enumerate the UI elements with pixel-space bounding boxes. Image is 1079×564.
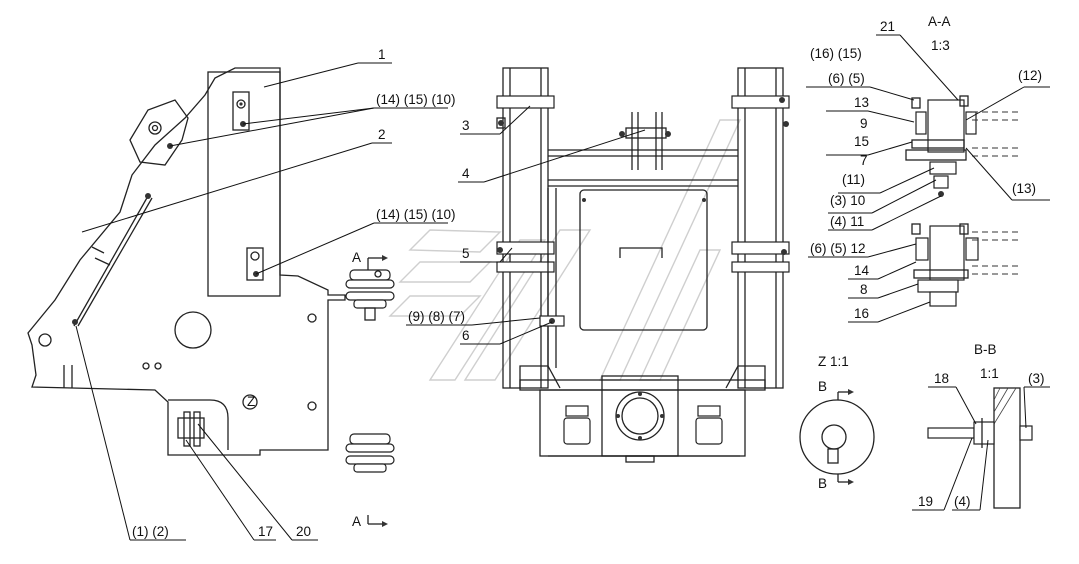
label-3-10: (3) 10	[830, 193, 865, 208]
label-11-paren: (11)	[842, 172, 865, 187]
label-6-5-top: (6) (5)	[828, 71, 865, 86]
callout-4: 4	[462, 166, 470, 181]
section-b-b-scale: 1:1	[980, 366, 999, 381]
view-z-title: Z 1:1	[818, 354, 849, 369]
callout-labels: 1 2 (14) (15) (10) (14) (15) (10) 3 4 5 …	[132, 47, 470, 539]
svg-text:Z: Z	[247, 394, 255, 409]
callout-17: 17	[258, 524, 273, 539]
callout-14-15-10-mid: (14) (15) (10)	[376, 207, 456, 222]
label-19: 19	[918, 494, 933, 509]
callout-2: 2	[378, 127, 386, 142]
label-13-paren: (13)	[1012, 181, 1036, 196]
label-16-15: (16) (15)	[810, 46, 862, 61]
label-3-paren-bb: (3)	[1028, 371, 1045, 386]
view-z-b-bottom: B	[818, 476, 827, 491]
label-16: 16	[854, 306, 869, 321]
center-frame-view	[496, 67, 790, 463]
label-21: 21	[880, 19, 895, 34]
section-b-b-title: B-B	[974, 342, 997, 357]
label-13: 13	[854, 95, 869, 110]
label-4-paren-bb: (4)	[954, 494, 971, 509]
section-a-a-title: A-A	[928, 14, 951, 29]
view-marker-a-bottom: A	[352, 514, 361, 529]
section-b-b	[927, 387, 1033, 509]
label-18: 18	[934, 371, 949, 386]
view-z	[799, 389, 875, 485]
callout-1-2: (1) (2)	[132, 524, 169, 539]
watermark-logo	[388, 119, 742, 381]
section-a-a-scale: 1:3	[931, 38, 950, 53]
section-b-b-labels: B-B 1:1 18 (3) 19 (4)	[918, 342, 1045, 509]
label-9: 9	[860, 116, 868, 131]
callout-9-8-7: (9) (8) (7)	[408, 309, 465, 324]
label-7: 7	[860, 153, 868, 168]
view-z-b-top: B	[818, 379, 827, 394]
view-marker-a-top: A	[352, 250, 361, 265]
callout-14-15-10-top: (14) (15) (10)	[376, 92, 456, 107]
callout-5: 5	[462, 246, 470, 261]
section-a-a	[905, 95, 1022, 307]
label-15: 15	[854, 134, 869, 149]
label-14: 14	[854, 263, 870, 278]
callout-3: 3	[462, 118, 470, 133]
left-frame-view: Z	[27, 67, 395, 527]
label-12-paren: (12)	[1018, 68, 1042, 83]
callout-20: 20	[296, 524, 311, 539]
label-4-11: (4) 11	[830, 214, 864, 229]
callout-1: 1	[378, 47, 386, 62]
section-a-a-labels: A-A 1:3 21 (16) (15) (6) (5) 13 9 15 7 (…	[810, 14, 1042, 321]
label-6-5-12: (6) (5) 12	[810, 241, 866, 256]
leader-lines	[75, 34, 1050, 541]
view-z-labels: Z 1:1 B B	[818, 354, 849, 491]
callout-6: 6	[462, 328, 470, 343]
label-8: 8	[860, 282, 868, 297]
